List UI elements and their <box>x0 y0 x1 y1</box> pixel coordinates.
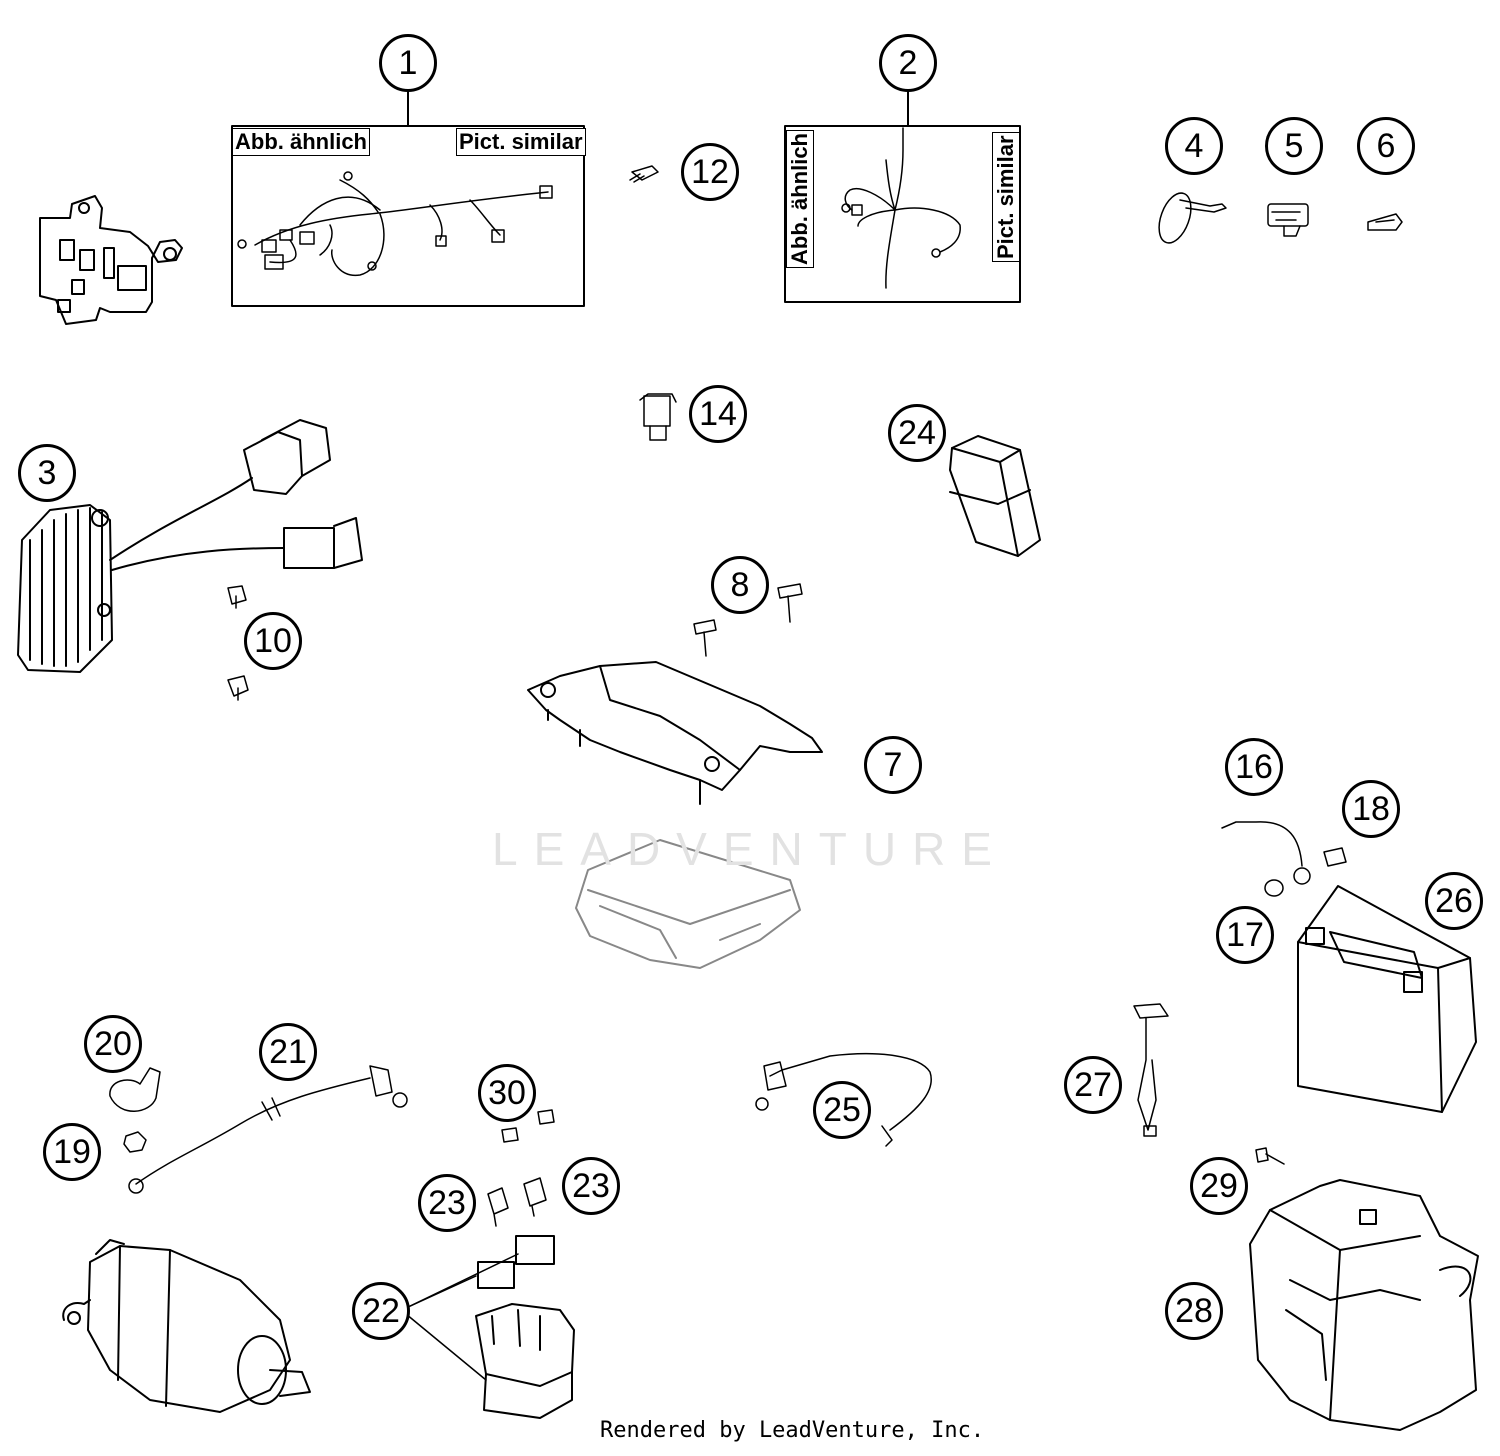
box1-left-label: Abb. ähnlich <box>232 128 370 156</box>
callout-27: 27 <box>1064 1056 1122 1114</box>
box2-right-label: Pict. similar <box>992 132 1020 262</box>
callout-17: 17 <box>1216 906 1274 964</box>
box1-right-label: Pict. similar <box>456 128 586 156</box>
callout-18: 18 <box>1342 780 1400 838</box>
callout-6: 6 <box>1357 117 1415 175</box>
callout-23-left: 23 <box>418 1174 476 1232</box>
wiring-harness-drawing <box>237 171 553 276</box>
starter-relay <box>405 1235 575 1419</box>
harness-bracket <box>39 195 183 325</box>
harness-box-1 <box>231 125 585 307</box>
screw-30 <box>501 1109 555 1143</box>
callout-12: 12 <box>681 143 739 201</box>
callout-16: 16 <box>1225 738 1283 796</box>
battery <box>1297 885 1477 1113</box>
bolt-8 <box>693 583 803 657</box>
socket-14 <box>639 393 677 441</box>
callout-2: 2 <box>879 34 937 92</box>
callout-14: 14 <box>689 385 747 443</box>
callout-22: 22 <box>352 1282 410 1340</box>
ecu-bracket <box>527 661 823 805</box>
clip-5 <box>1267 203 1309 237</box>
screw-10 <box>227 585 249 701</box>
starter-motor <box>62 1239 311 1413</box>
nut-19 <box>123 1131 147 1153</box>
callout-10: 10 <box>244 612 302 670</box>
fuse-23 <box>487 1177 547 1227</box>
callout-26: 26 <box>1425 872 1483 930</box>
voltage-regulator <box>17 419 363 673</box>
cable-16 <box>1221 821 1311 885</box>
block-24 <box>949 435 1041 557</box>
battery-cable-25 <box>755 1052 932 1147</box>
callout-20: 20 <box>84 1015 142 1073</box>
callout-4: 4 <box>1165 117 1223 175</box>
callout-21: 21 <box>259 1023 317 1081</box>
footer-credit: Rendered by LeadVenture, Inc. <box>600 1418 985 1443</box>
screw-18 <box>1323 847 1347 867</box>
callout-1: 1 <box>379 34 437 92</box>
battery-holder <box>1249 1179 1479 1431</box>
callout-8: 8 <box>711 556 769 614</box>
callout-23-right: 23 <box>562 1157 620 1215</box>
cable-21 <box>128 1065 408 1194</box>
washer-17 <box>1264 879 1284 897</box>
bolt-29 <box>1255 1147 1285 1165</box>
callout-3: 3 <box>18 444 76 502</box>
small-connector-12 <box>629 165 659 183</box>
callout-30: 30 <box>478 1064 536 1122</box>
fuse-puller <box>1133 1003 1169 1137</box>
callout-25: 25 <box>813 1081 871 1139</box>
watermark: LEADVENTURE <box>492 823 1008 875</box>
cable-tie <box>1158 192 1227 244</box>
callout-28: 28 <box>1165 1282 1223 1340</box>
ecu-unit <box>575 839 801 969</box>
callout-24: 24 <box>888 404 946 462</box>
callout-19: 19 <box>43 1123 101 1181</box>
sub-harness-drawing <box>841 127 961 289</box>
callout-29: 29 <box>1190 1157 1248 1215</box>
holder-6 <box>1367 213 1403 231</box>
box2-left-label: Abb. ähnlich <box>786 130 814 268</box>
callout-5: 5 <box>1265 117 1323 175</box>
boot-20 <box>109 1067 161 1112</box>
callout-7: 7 <box>864 736 922 794</box>
